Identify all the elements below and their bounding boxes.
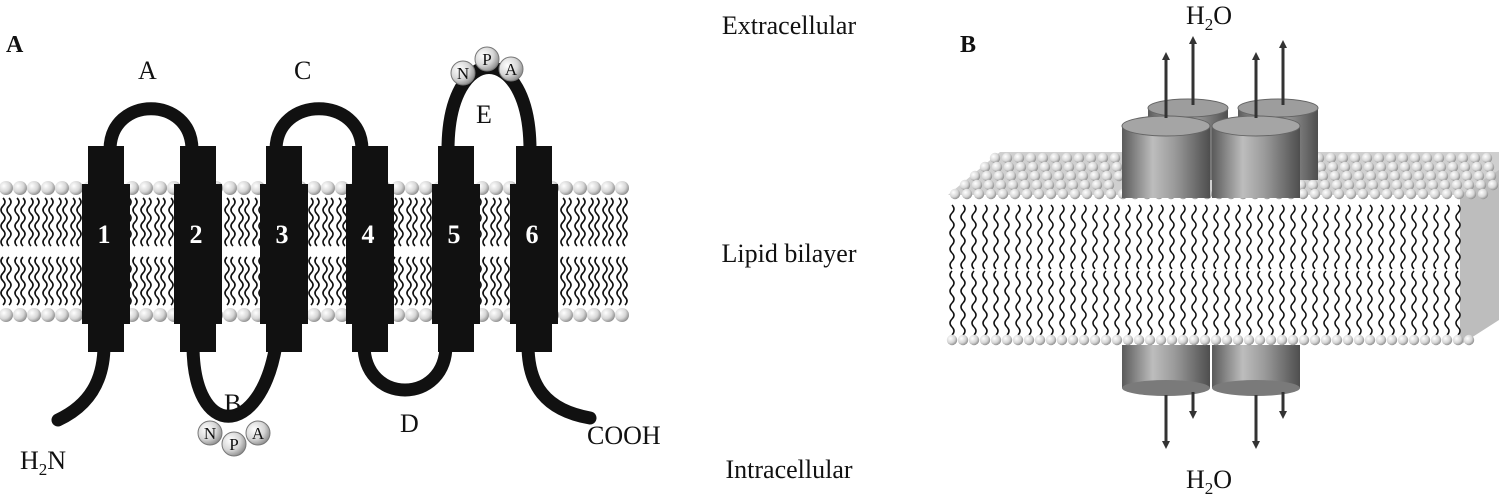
loop-a-label: A	[138, 56, 157, 85]
water-bottom-label: H2O	[1186, 465, 1232, 496]
npa-top-a: A	[505, 60, 518, 79]
loop-b	[186, 338, 283, 423]
intracellular-label: Intracellular	[725, 455, 852, 484]
loop-a	[103, 102, 199, 157]
helix-5: 5	[432, 146, 480, 352]
c-terminus-label: COOH	[587, 421, 661, 450]
helix-6: 6	[510, 146, 558, 352]
npa-top-n: N	[457, 64, 469, 83]
loop-b-label: B	[224, 389, 241, 418]
helix-4-label: 4	[362, 220, 375, 249]
water-top-label: H2O	[1186, 1, 1232, 34]
water-flow-arrows	[1162, 36, 1287, 449]
c-terminus-tail	[521, 338, 597, 425]
npa-bottom-a: A	[252, 424, 265, 443]
loop-c-label: C	[294, 56, 311, 85]
transmembrane-helices: 1 2 3 4 5 6	[82, 146, 558, 352]
npa-top-p: P	[482, 50, 491, 69]
n-terminus-tail	[51, 338, 111, 427]
helix-1: 1	[82, 146, 130, 352]
npa-motif-bottom: N P A	[197, 420, 271, 457]
loop-c	[269, 102, 369, 157]
helix-1-label: 1	[98, 220, 111, 249]
helix-2: 2	[174, 146, 222, 352]
npa-bottom-p: P	[229, 435, 238, 454]
npa-bottom-n: N	[204, 424, 216, 443]
helix-6-label: 6	[526, 220, 539, 249]
channel-top	[1121, 98, 1319, 198]
n-terminus-label: H2N	[20, 446, 66, 479]
panel-a-label: A	[6, 32, 24, 58]
panel-b: B	[946, 1, 1499, 496]
loop-d	[357, 338, 453, 397]
lipid-bilayer-b	[946, 152, 1499, 346]
loop-e-label: E	[476, 100, 492, 129]
panel-a: A 1 2 3 4 5 6 A C E B D N P A	[0, 32, 661, 479]
helix-4: 4	[346, 146, 394, 352]
npa-motif-top: N P A	[450, 46, 524, 86]
lipid-bilayer-label: Lipid bilayer	[721, 239, 856, 268]
helix-3-label: 3	[276, 220, 289, 249]
extracellular-label: Extracellular	[722, 11, 857, 40]
helix-3: 3	[260, 146, 308, 352]
compartment-labels: Extracellular Lipid bilayer Intracellula…	[721, 11, 856, 484]
panel-b-label: B	[960, 32, 976, 58]
helix-2-label: 2	[190, 220, 203, 249]
helix-5-label: 5	[448, 220, 461, 249]
loop-d-label: D	[400, 409, 419, 438]
